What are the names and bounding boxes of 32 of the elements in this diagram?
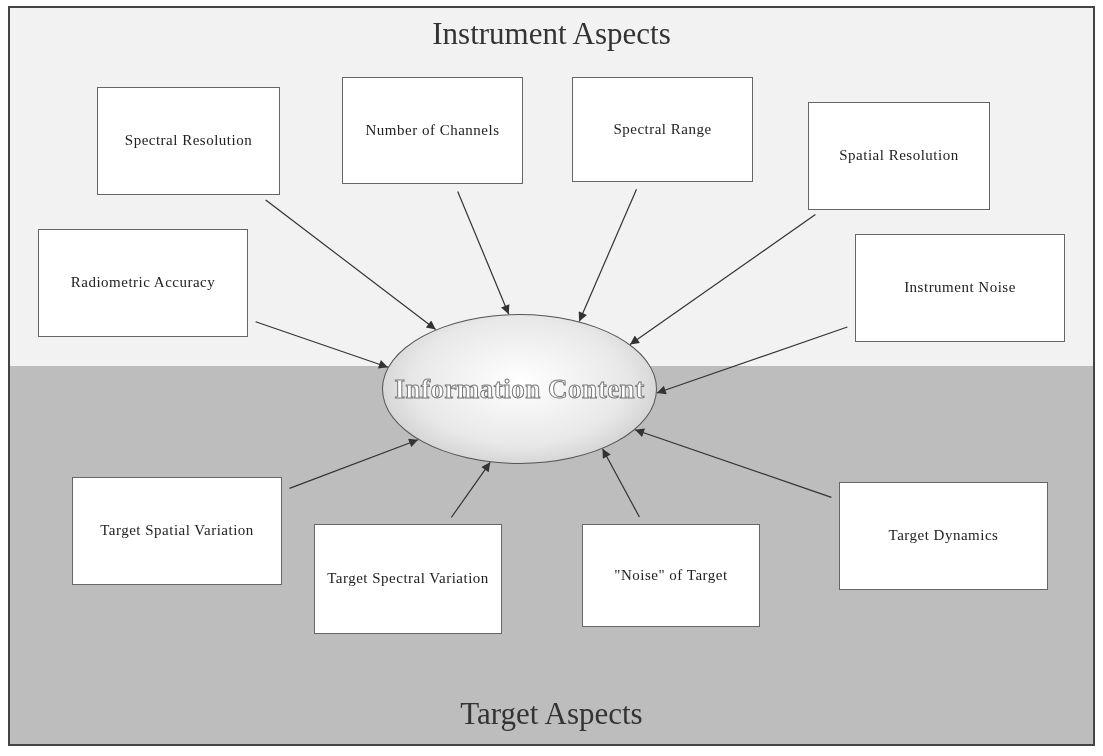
aspect-box — [582, 524, 760, 627]
node-text: Target Dynamics — [888, 526, 999, 546]
aspect-box — [572, 77, 753, 182]
node-text: Information Content — [394, 372, 645, 406]
section-heading: Instrument Aspects — [432, 16, 671, 52]
arrow — [255, 321, 389, 369]
node-text: Spatial Resolution — [839, 146, 959, 166]
arrow — [578, 188, 638, 322]
node-text: Spectral Range — [613, 119, 712, 139]
arrow — [457, 190, 510, 315]
arrow — [656, 326, 848, 395]
arrow — [601, 448, 640, 518]
arrow — [265, 199, 437, 331]
aspect-box — [314, 524, 502, 634]
arrow — [634, 428, 832, 498]
aspect-box — [839, 482, 1048, 590]
aspect-box — [38, 229, 248, 337]
aspect-box — [97, 87, 280, 195]
aspect-box — [342, 77, 523, 184]
section-heading: Target Aspects — [460, 696, 643, 732]
arrow — [288, 438, 419, 489]
node-text: Spectral Resolution — [124, 131, 253, 151]
aspect-box — [72, 477, 282, 585]
aspect-box — [855, 234, 1065, 342]
node-text: Radiometric Accuracy — [70, 273, 216, 293]
node-text: Number of Channels — [365, 120, 500, 140]
node-text: "Noise" of Target — [614, 565, 728, 585]
arrow — [629, 214, 816, 345]
node-text: Target Spectral Variation — [327, 569, 489, 589]
node-text: Target Spatial Variation — [100, 521, 254, 541]
aspect-box — [808, 102, 990, 210]
node-text: Instrument Noise — [904, 278, 1016, 298]
